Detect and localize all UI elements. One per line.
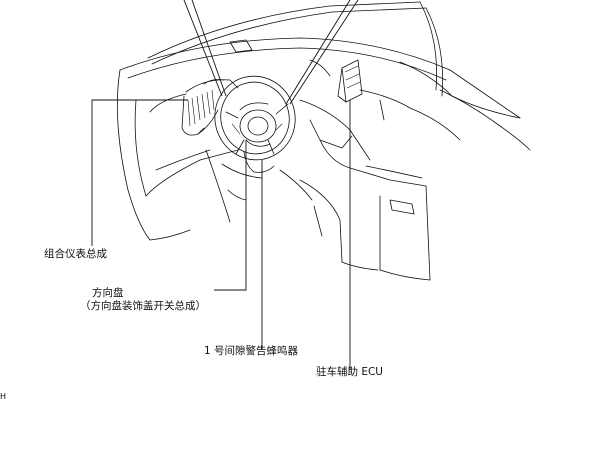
leader-lines	[91, 99, 351, 370]
ecu-label: 驻车辅助 ECU	[316, 366, 383, 378]
instrument-cluster	[181, 79, 239, 136]
cluster-label: 组合仪表总成	[44, 248, 107, 260]
steering-wheel-sublabel: （方向盘装饰盖开关总成）	[80, 300, 206, 312]
left-dash	[116, 69, 239, 241]
buzzer-label: 1 号间隙警告蜂鸣器	[204, 345, 299, 357]
right-dash	[359, 89, 531, 151]
corner-mark: H	[0, 392, 7, 401]
windshield-frame	[147, 1, 444, 97]
steering-wheel-label: 方向盘	[92, 287, 124, 299]
dashboard-top	[119, 37, 521, 119]
callout-pointers	[183, 0, 359, 105]
floor-lines	[149, 149, 247, 241]
center-console	[279, 99, 431, 281]
parking-assist-ecu-module	[337, 59, 363, 103]
steering-wheel	[214, 75, 296, 161]
steering-column	[221, 151, 275, 179]
